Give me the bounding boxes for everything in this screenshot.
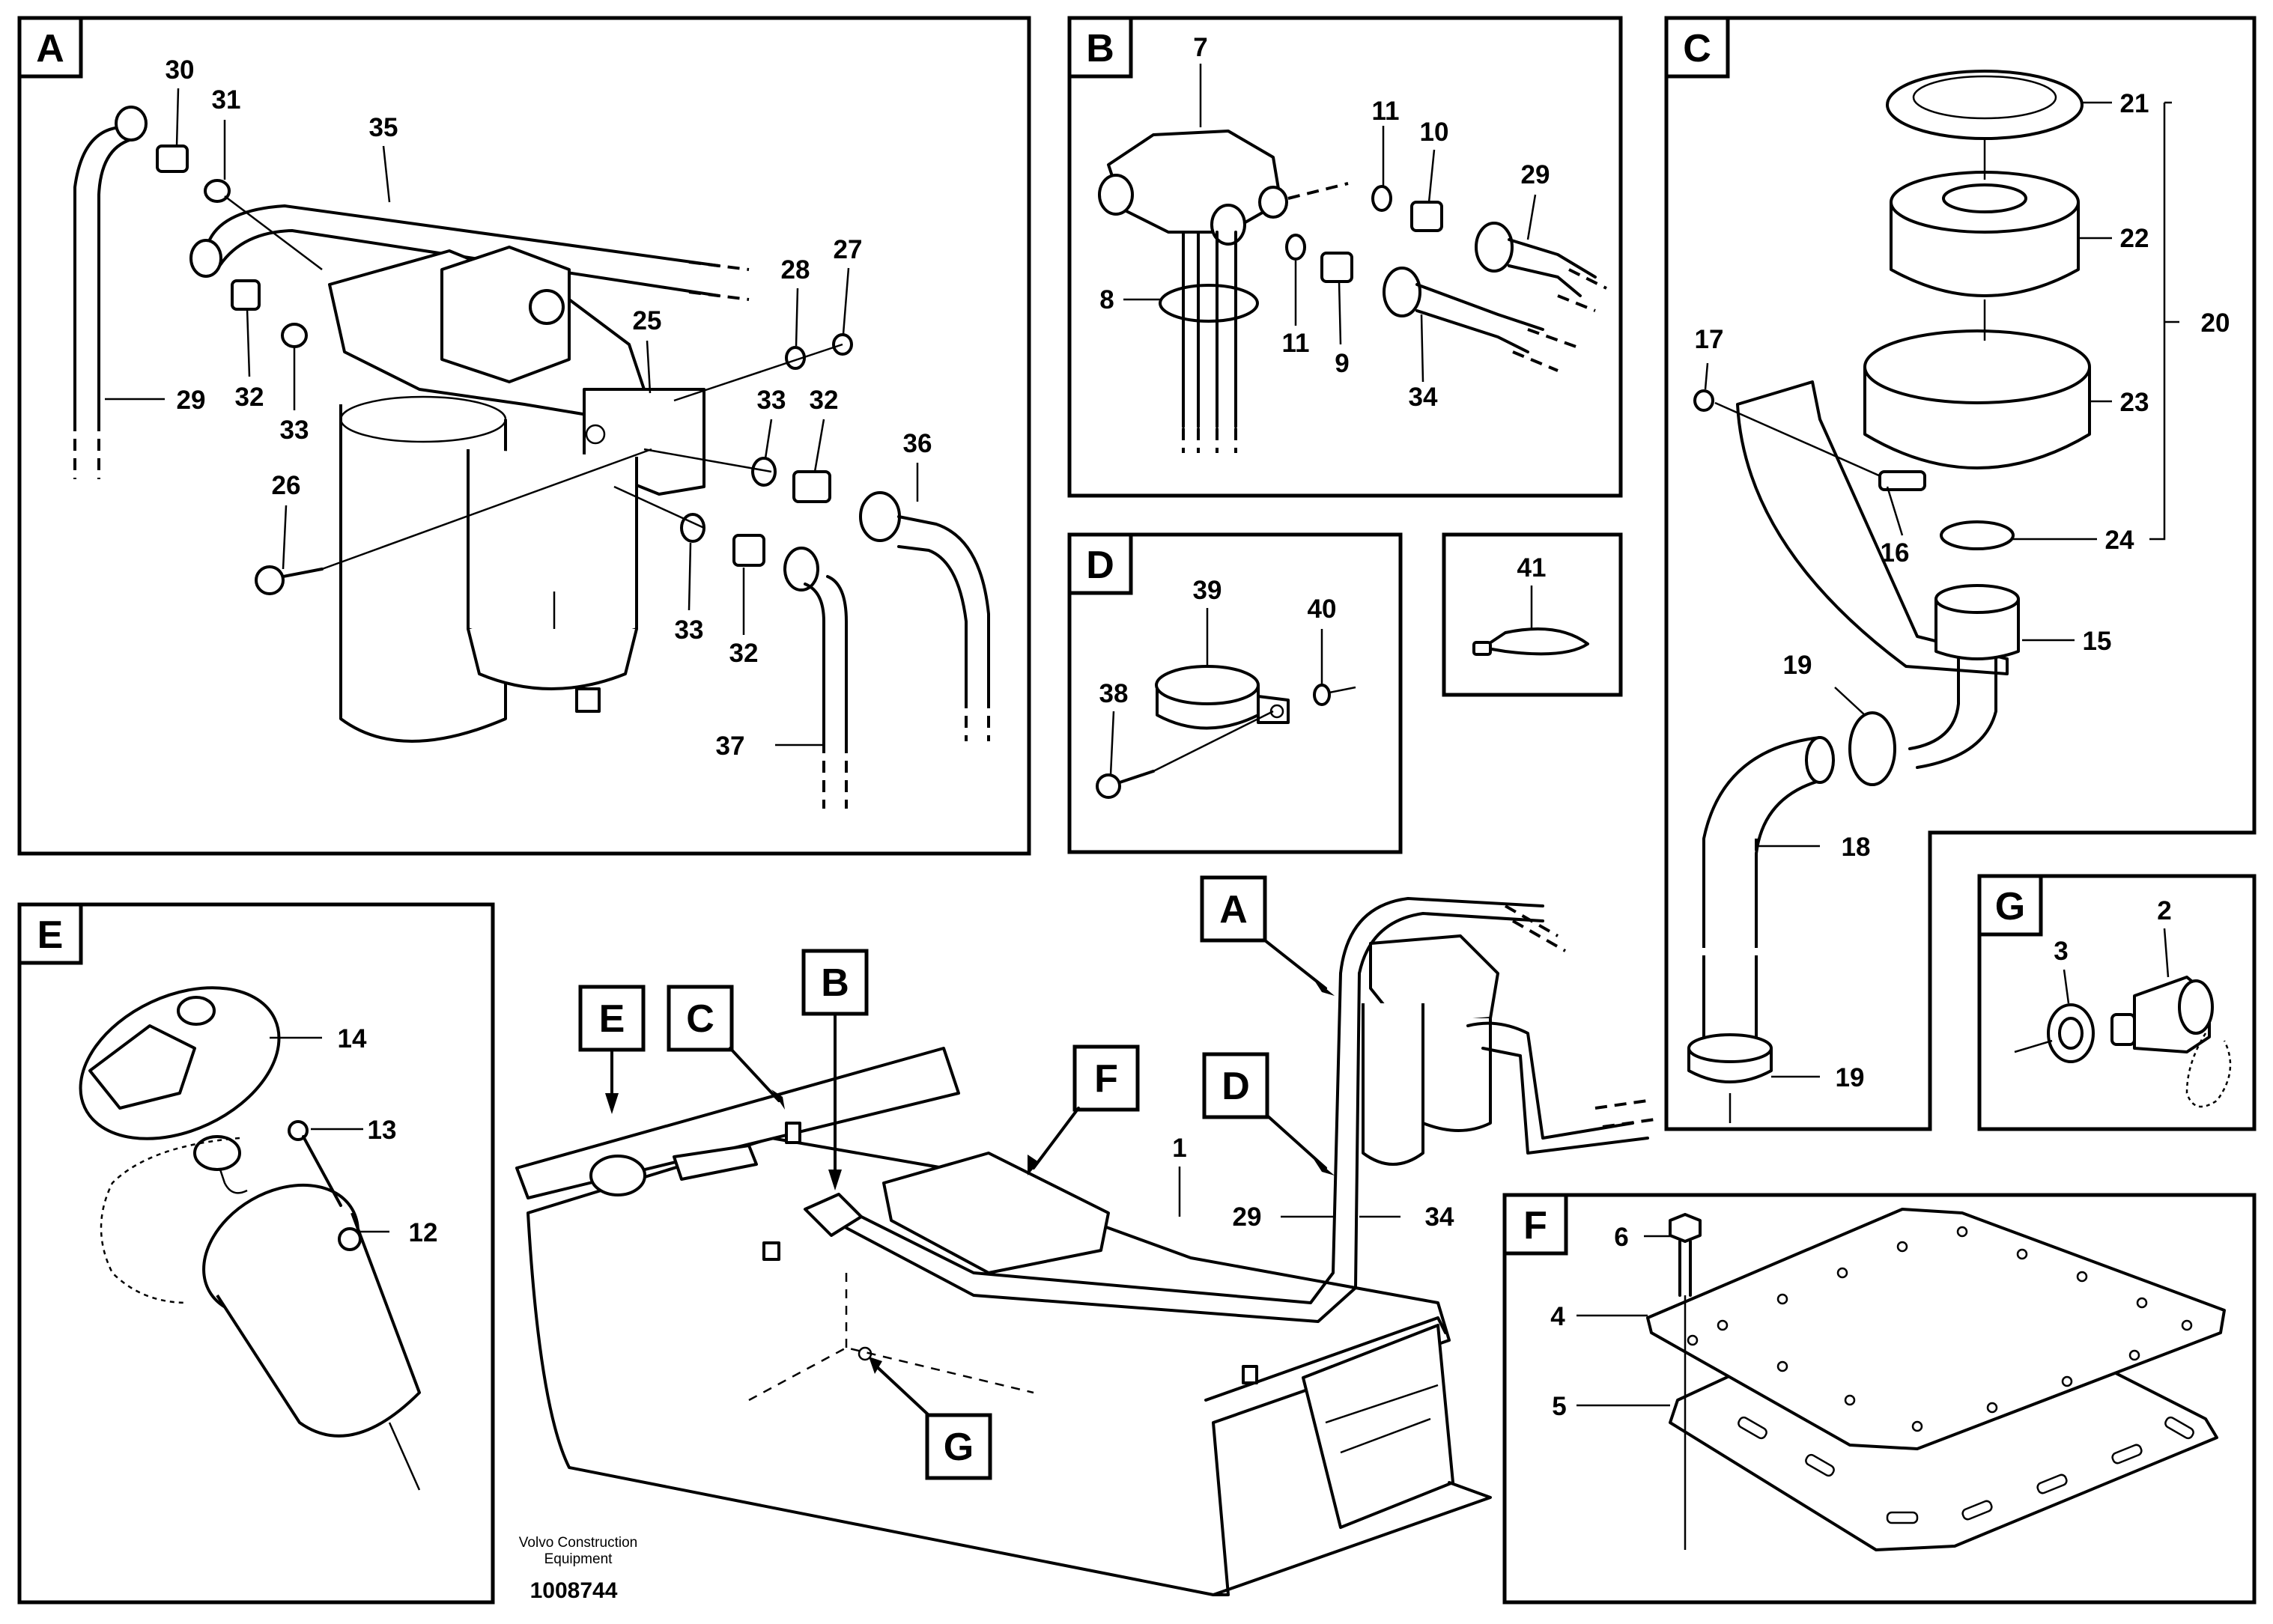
panel-g-letter: G xyxy=(1995,885,2025,928)
callout: 17 xyxy=(1695,325,1724,354)
callout: 21 xyxy=(2120,89,2149,118)
marker-e: E xyxy=(599,997,625,1041)
fuel-filter-drawing xyxy=(73,106,990,809)
company-name-line2: Equipment xyxy=(544,1551,613,1567)
callout: 34 xyxy=(1409,383,1438,412)
callout: 11 xyxy=(1372,97,1400,126)
overview-markers: E C B F A D G xyxy=(578,875,1335,1480)
callout: 36 xyxy=(903,429,932,458)
callout: 31 xyxy=(212,85,241,115)
panel-d: D 39 40 38 xyxy=(1067,532,1403,854)
callout: 29 xyxy=(1233,1202,1262,1232)
panel-f: F xyxy=(1502,1193,2257,1605)
marker-g: G xyxy=(944,1426,974,1469)
marker-f: F xyxy=(1094,1057,1118,1101)
marker-c: C xyxy=(686,997,714,1041)
callout: 41 xyxy=(1517,553,1547,583)
callout: 19 xyxy=(1836,1063,1865,1092)
callout: 2 xyxy=(2157,896,2171,925)
callout: 19 xyxy=(1783,651,1812,680)
callout: 33 xyxy=(675,615,704,645)
callout: 4 xyxy=(1550,1302,1565,1331)
callout: 38 xyxy=(1099,679,1129,708)
panel-a-letter: A xyxy=(36,27,64,70)
callout: 34 xyxy=(1425,1202,1454,1232)
callout: 37 xyxy=(716,732,745,761)
marker-a: A xyxy=(1219,888,1248,931)
panel-c-letter: C xyxy=(1683,27,1711,70)
document-number: 1008744 xyxy=(530,1578,618,1603)
callout: 13 xyxy=(368,1116,397,1145)
callout: 35 xyxy=(369,113,398,142)
callout: 25 xyxy=(633,306,662,335)
callout: 29 xyxy=(1521,160,1550,189)
panel-a: A xyxy=(17,16,1031,856)
panel-b: B xyxy=(1067,16,1623,498)
callout: 11 xyxy=(1282,329,1310,358)
drain-plug-drawing xyxy=(2014,976,2232,1108)
overview-callouts: 1 29 34 xyxy=(1172,1134,1454,1232)
panel-d-letter: D xyxy=(1086,544,1114,587)
callout: 33 xyxy=(757,386,786,415)
callout: 12 xyxy=(409,1218,438,1247)
callout: 24 xyxy=(2105,526,2134,555)
callout: 22 xyxy=(2120,224,2149,253)
callout: 29 xyxy=(177,386,206,415)
callout: 5 xyxy=(1552,1392,1566,1421)
callout: 8 xyxy=(1099,285,1114,314)
marker-d: D xyxy=(1222,1065,1250,1108)
callout: 32 xyxy=(810,386,839,415)
marker-b: B xyxy=(821,961,849,1005)
company-name-line1: Volvo Construction xyxy=(519,1535,637,1551)
callout: 28 xyxy=(781,255,810,285)
callout: 39 xyxy=(1193,576,1222,605)
callout: 32 xyxy=(729,639,759,668)
panel-e-letter: E xyxy=(37,913,64,957)
clamp-drawing xyxy=(1096,665,1356,799)
callout: 6 xyxy=(1614,1223,1628,1252)
callout: 23 xyxy=(2120,388,2149,417)
breather-filter-drawing xyxy=(1687,70,2091,1123)
callout: 7 xyxy=(1193,33,1207,62)
callout: 18 xyxy=(1842,833,1871,862)
cable-tie-drawing xyxy=(1472,627,1589,656)
panel-c: C xyxy=(1664,16,2257,1131)
gasket-drawing xyxy=(1646,1208,2226,1551)
panel-f-letter: F xyxy=(1523,1204,1547,1247)
callout: 20 xyxy=(2201,308,2230,338)
panel-e: E 14 13 12 xyxy=(17,902,495,1605)
filler-cap-drawing xyxy=(79,986,421,1491)
fuel-sender-drawing xyxy=(1098,130,1607,453)
callout: 3 xyxy=(2054,937,2068,966)
panel-b-letter: B xyxy=(1086,27,1114,70)
callout: 40 xyxy=(1308,594,1337,624)
callout: 16 xyxy=(1881,538,1910,568)
callout: 1 xyxy=(1172,1134,1186,1163)
callout: 14 xyxy=(338,1024,367,1053)
panel-g: G 3 2 xyxy=(1977,874,2257,1131)
callout: 26 xyxy=(272,471,301,500)
callout: 32 xyxy=(235,383,264,412)
panel-cable-tie: 41 xyxy=(1442,532,1623,697)
callout: 15 xyxy=(2083,627,2112,656)
callout: 9 xyxy=(1335,349,1349,378)
callout: 30 xyxy=(166,55,195,85)
footer: Volvo Construction Equipment 1008744 xyxy=(519,1535,637,1603)
callout: 27 xyxy=(834,235,863,264)
callout: 10 xyxy=(1420,118,1449,147)
overview-drawing xyxy=(515,897,1656,1596)
callout: 33 xyxy=(280,416,309,445)
